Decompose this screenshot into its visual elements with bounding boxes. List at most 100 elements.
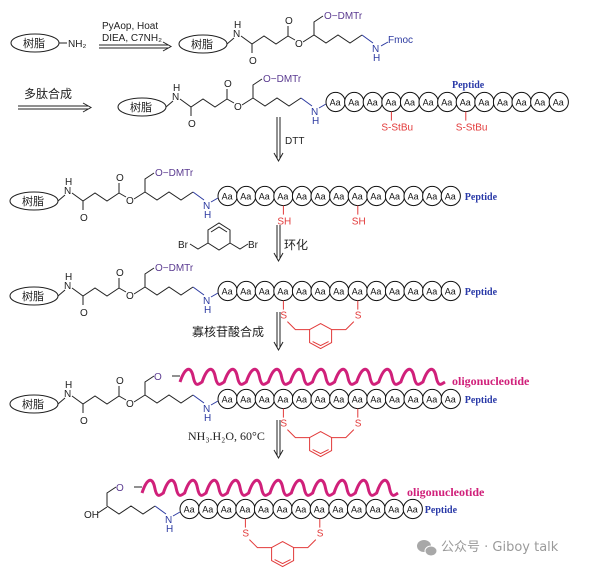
thioether-s: S <box>355 311 362 322</box>
step2-label: 多肽合成 <box>24 86 72 101</box>
residue-label: Aa <box>333 191 344 201</box>
amino-acid-residue: Aa <box>403 388 424 410</box>
peptide-label: Peptide <box>465 192 498 203</box>
bond <box>133 191 146 200</box>
amino-acid-residue: Aa <box>217 280 238 302</box>
residue-label: Aa <box>516 97 527 107</box>
resin-label: 树脂 <box>130 100 152 114</box>
amino-acid-residue: Aa <box>440 388 461 410</box>
bond <box>133 394 146 403</box>
amino-acid-residue: Aa <box>366 388 387 410</box>
residue-label: Aa <box>445 191 456 201</box>
residue-label: Aa <box>445 394 456 404</box>
atom-o: O <box>154 372 162 383</box>
bond <box>274 559 291 565</box>
amino-acid-residue: Aa <box>329 185 350 207</box>
amino-acid-residue: Aa <box>366 185 387 207</box>
bond <box>133 286 146 295</box>
amino-acid-residue: Aa <box>253 498 275 520</box>
residue-label: Aa <box>259 286 270 296</box>
resin-label: 树脂 <box>22 289 44 303</box>
amino-acid-residue: Aa <box>344 91 365 113</box>
free-thiol: SH <box>352 217 366 228</box>
residue-label: Aa <box>389 394 400 404</box>
residue-label: Aa <box>277 286 288 296</box>
step5-label: 寡核苷酸合成 <box>192 324 264 339</box>
residue-label: Aa <box>259 394 270 404</box>
starting-resin: 树脂 NH₂ <box>10 33 86 53</box>
thioether-s: S <box>280 419 287 430</box>
amino-acid-residue: Aa <box>437 91 458 113</box>
bond <box>71 192 120 202</box>
residue-label: Aa <box>478 97 489 107</box>
residue-label: Aa <box>389 191 400 201</box>
residue-label: Aa <box>314 504 325 514</box>
atom-o: O <box>126 399 134 410</box>
amino-acid-residue: Aa <box>474 91 495 113</box>
amino-acid-residue: Aa <box>347 185 368 207</box>
bond <box>144 286 194 296</box>
bond <box>287 321 310 331</box>
oligonucleotide-label: oligonucleotide <box>407 485 485 499</box>
atom-h: H <box>173 83 180 94</box>
amino-acid-residue: Aa <box>384 388 406 410</box>
amino-acid-residue: Aa <box>291 185 313 207</box>
residue-label: Aa <box>404 97 415 107</box>
atom-h: H <box>204 210 211 221</box>
odmtr-group: O−DMTr <box>155 168 194 179</box>
fmoc-linker-product: 树脂 N H O O O O−DMTr N H Fmoc <box>178 11 413 67</box>
bond <box>118 287 127 293</box>
amino-acid-residue: Aa <box>347 280 368 302</box>
bond <box>118 192 127 198</box>
residue-label: Aa <box>426 394 437 404</box>
atom-h: H <box>312 116 319 127</box>
amino-acid-residue: Aa <box>254 280 275 302</box>
peptide-label: Peptide <box>425 505 458 516</box>
residue-label: Aa <box>202 504 213 514</box>
hydroxyl: OH <box>84 510 99 521</box>
step1-arrow: PyAop, Hoat DIEA, C7NH₂ <box>99 21 173 52</box>
bond <box>154 505 167 515</box>
bond <box>71 287 120 297</box>
oligonucleotide-helix <box>178 367 446 386</box>
atom-o: O <box>224 79 232 90</box>
amino-acid-residue: Aa <box>455 91 476 113</box>
atom-o: O <box>116 376 124 387</box>
amino-acid-residue: Aa <box>347 388 368 410</box>
bond <box>210 292 219 298</box>
atom-o: O <box>249 56 257 67</box>
atom-h: H <box>204 413 211 424</box>
residue-label: Aa <box>408 191 419 201</box>
step4-arrow: 环化 <box>273 225 308 263</box>
bond <box>192 191 205 201</box>
atom-n: N <box>311 107 318 118</box>
benzene-ring <box>271 541 295 568</box>
bond <box>118 395 127 401</box>
residue-label: Aa <box>222 191 233 201</box>
thioether-s: S <box>355 419 362 430</box>
residue-label: Aa <box>222 286 233 296</box>
thioether-s: S <box>317 529 324 540</box>
amino-acid-residue: Aa <box>403 280 424 302</box>
bond <box>252 97 302 107</box>
amino-acid-residue: Aa <box>440 185 461 207</box>
residue-label: Aa <box>423 97 434 107</box>
bond <box>57 397 66 405</box>
residue-label: Aa <box>370 394 381 404</box>
residue-label: Aa <box>370 191 381 201</box>
amino-acid-residue: Aa <box>291 388 313 410</box>
bond <box>165 100 174 108</box>
atom-o: O <box>116 268 124 279</box>
amino-acid-residue: Aa <box>236 185 257 207</box>
bond <box>179 98 228 108</box>
amino-acid-residue: Aa <box>310 185 331 207</box>
amino-acid-residue: Aa <box>273 280 294 302</box>
atom-h: H <box>166 524 173 535</box>
amino-acid-residue: Aa <box>310 280 331 302</box>
residue-label: Aa <box>296 394 307 404</box>
